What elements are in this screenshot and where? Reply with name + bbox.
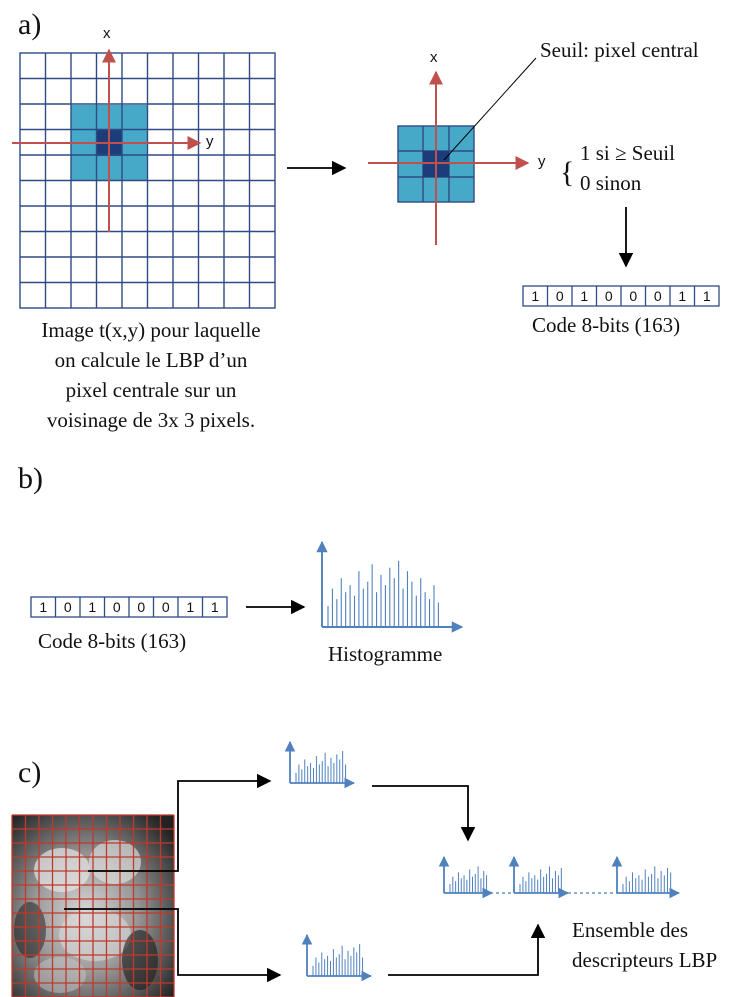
bit-cell: 1 xyxy=(678,288,686,304)
pixel-grid-image xyxy=(19,52,276,309)
bit-cell: 1 xyxy=(580,288,588,304)
bit-cell: 0 xyxy=(113,599,121,615)
bit-cell: 0 xyxy=(137,599,145,615)
histogram-region-bottom xyxy=(301,933,373,982)
section-a-label: a) xyxy=(18,8,41,41)
image-caption-line-1: Image t(x,y) pour laquelle xyxy=(41,318,260,342)
image-caption-line-3: pixel centrale sur un xyxy=(66,378,237,402)
bit-cell: 0 xyxy=(629,288,637,304)
bit-cell: 1 xyxy=(211,599,219,615)
bit-cell: 1 xyxy=(531,288,539,304)
rule-line-2: 0 sinon xyxy=(580,171,642,195)
code-caption-b: Code 8-bits (163) xyxy=(38,629,186,653)
image-caption-line-2: on calcule le LBP d’un xyxy=(55,348,248,372)
y-axis-label: y xyxy=(206,133,214,150)
connector-to-set xyxy=(372,785,476,842)
x-axis-label: x xyxy=(103,25,111,42)
bit-cell: 1 xyxy=(703,288,711,304)
descriptor-set xyxy=(438,855,681,899)
bit-cell: 0 xyxy=(162,599,170,615)
bit-cell: 1 xyxy=(88,599,96,615)
result-caption-line-1: Ensemble des xyxy=(572,918,688,942)
bit-cell: 1 xyxy=(39,599,47,615)
threshold-callout: Seuil: pixel central xyxy=(540,38,699,62)
result-caption-line-2: descripteurs LBP xyxy=(572,948,717,972)
zoom-x-axis-label: x xyxy=(430,49,438,66)
image-caption-line-4: voisinage de 3x 3 pixels. xyxy=(47,408,255,432)
bit-cell: 1 xyxy=(186,599,194,615)
bit-cell: 0 xyxy=(654,288,662,304)
histogram-caption: Histogramme xyxy=(328,642,442,666)
callout-line xyxy=(443,57,537,161)
code-caption-a: Code 8-bits (163) xyxy=(532,313,680,337)
bit-cell: 0 xyxy=(556,288,564,304)
face-image xyxy=(11,814,175,997)
section-c-label: c) xyxy=(18,756,41,789)
zoom-y-axis-label: y xyxy=(538,153,546,170)
rule-line-1: 1 si ≥ Seuil xyxy=(580,141,675,165)
histogram-large xyxy=(316,540,464,633)
connector-bottom xyxy=(64,908,282,983)
connector-bottom-to-set xyxy=(388,923,546,976)
bit-cell: 0 xyxy=(605,288,613,304)
brace-symbol: { xyxy=(560,156,574,189)
image-caption: Image t(x,y) pour laquelle on calcule le… xyxy=(41,318,260,432)
histogram-region-top xyxy=(284,740,356,789)
connector-top xyxy=(88,773,272,872)
bit-cell: 0 xyxy=(64,599,72,615)
section-b-label: b) xyxy=(18,462,43,495)
